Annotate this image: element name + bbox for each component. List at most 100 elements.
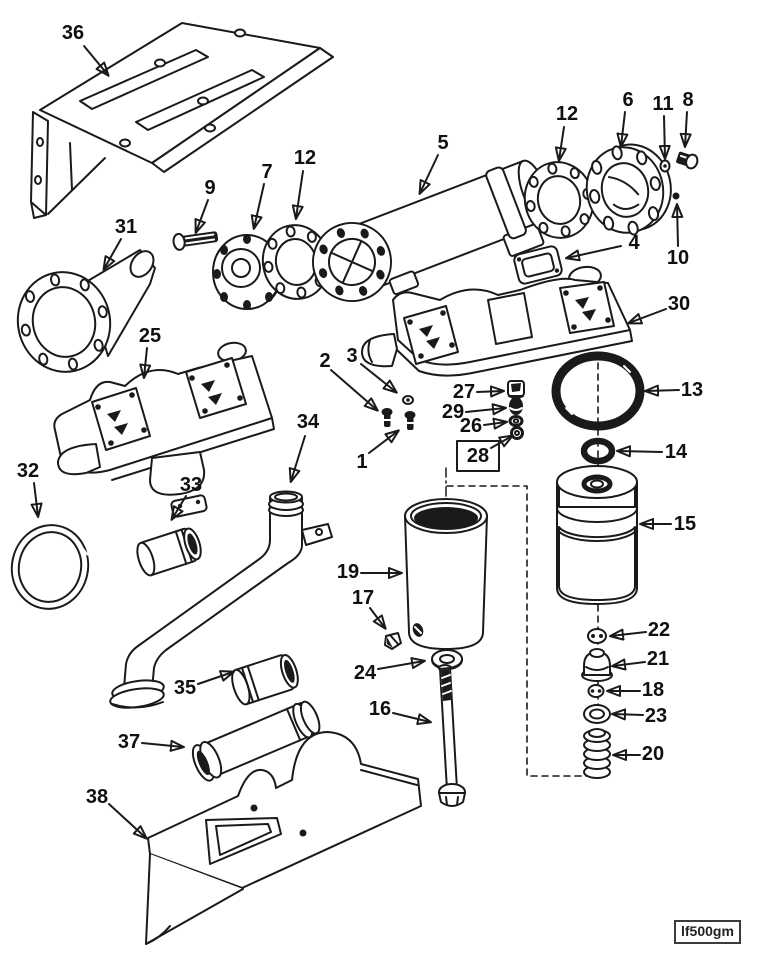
callout-label-14: 14 bbox=[665, 441, 688, 463]
callout-label-22: 22 bbox=[648, 619, 670, 641]
part-37-tube bbox=[191, 700, 321, 782]
callout-arrow-25 bbox=[139, 347, 152, 379]
callout-label-9: 9 bbox=[204, 177, 215, 199]
callout-arrow-9 bbox=[194, 199, 209, 234]
callout-8: 8 bbox=[679, 89, 694, 148]
callout-31: 31 bbox=[102, 216, 137, 271]
callout-arrow-28 bbox=[490, 434, 514, 449]
callout-36: 36 bbox=[62, 22, 110, 77]
part-14-seal-ring bbox=[580, 437, 616, 465]
callout-11: 11 bbox=[652, 93, 674, 160]
callout-label-13: 13 bbox=[681, 379, 703, 401]
callout-7: 7 bbox=[250, 161, 273, 230]
callout-10: 10 bbox=[667, 203, 689, 269]
callout-label-18: 18 bbox=[642, 679, 664, 701]
callout-arrow-33 bbox=[170, 495, 187, 521]
callout-20: 20 bbox=[612, 743, 664, 765]
callout-3: 3 bbox=[346, 345, 398, 394]
callout-label-15: 15 bbox=[674, 513, 696, 535]
callout-label-27: 27 bbox=[453, 381, 475, 403]
part-18-nut bbox=[587, 684, 605, 698]
part-38-lower-bracket bbox=[145, 731, 422, 945]
callout-arrow-35 bbox=[197, 670, 235, 685]
callout-arrow-23 bbox=[611, 708, 644, 721]
part-23-washer bbox=[583, 704, 611, 724]
part-2-bolt bbox=[381, 408, 393, 427]
callout-16: 16 bbox=[369, 698, 432, 726]
callout-label-26: 26 bbox=[460, 415, 482, 437]
callout-label-12: 12 bbox=[294, 147, 316, 169]
callout-label-28: 28 bbox=[467, 445, 489, 467]
part-36-mounting-bracket bbox=[30, 22, 334, 219]
callout-label-11: 11 bbox=[652, 93, 673, 115]
callout-33: 33 bbox=[170, 474, 202, 521]
part-22-nut bbox=[587, 628, 607, 644]
callout-label-3: 3 bbox=[346, 345, 357, 367]
callout-4: 4 bbox=[565, 232, 640, 262]
callout-19: 19 bbox=[337, 561, 403, 583]
part-28-ring bbox=[510, 426, 524, 440]
callout-arrow-26 bbox=[483, 417, 508, 430]
callout-label-24: 24 bbox=[354, 662, 377, 684]
callout-14: 14 bbox=[616, 441, 688, 463]
callout-26: 26 bbox=[460, 415, 508, 437]
callout-arrow-8 bbox=[679, 111, 692, 148]
part-12-gasket-left bbox=[261, 224, 331, 300]
callout-arrow-13 bbox=[644, 384, 680, 397]
callout-label-16: 16 bbox=[369, 698, 391, 720]
part-16-bolt bbox=[438, 664, 466, 807]
part-13-o-ring bbox=[551, 351, 645, 431]
callout-label-10: 10 bbox=[667, 247, 689, 269]
callout-23: 23 bbox=[611, 705, 667, 727]
part-19-canister bbox=[404, 498, 488, 650]
callout-28[interactable]: 28 bbox=[456, 434, 514, 472]
callout-arrow-14 bbox=[616, 445, 663, 458]
part-7-hub-flange bbox=[212, 234, 283, 310]
callout-34: 34 bbox=[288, 411, 320, 483]
part-34-outlet-pipe bbox=[109, 490, 333, 709]
callout-arrow-29 bbox=[465, 403, 507, 416]
callout-label-8: 8 bbox=[682, 89, 693, 111]
callout-2: 2 bbox=[319, 350, 379, 412]
callout-label-20: 20 bbox=[642, 743, 664, 765]
part-15-filter-element bbox=[556, 465, 638, 605]
callout-13: 13 bbox=[644, 379, 703, 401]
part-25-mounting-base bbox=[53, 341, 275, 518]
part-29-grommet bbox=[509, 397, 523, 415]
callout-label-33: 33 bbox=[180, 474, 202, 496]
part-35-sleeve bbox=[231, 654, 299, 706]
callout-label-32: 32 bbox=[17, 460, 39, 482]
part-30-filter-mounting-base bbox=[361, 265, 633, 377]
callout-29: 29 bbox=[442, 401, 507, 423]
part-1-bolt bbox=[404, 411, 416, 430]
callout-38: 38 bbox=[86, 786, 148, 840]
callout-arrow-34 bbox=[288, 435, 306, 483]
callout-label-34: 34 bbox=[297, 411, 320, 433]
callout-label-38: 38 bbox=[86, 786, 108, 808]
callout-arrow-2 bbox=[330, 369, 379, 412]
part-31-adapter-elbow bbox=[16, 249, 156, 373]
callout-label-6: 6 bbox=[622, 89, 633, 111]
callout-label-37: 37 bbox=[118, 731, 140, 753]
callout-label-17: 17 bbox=[352, 587, 374, 609]
callout-arrow-17 bbox=[369, 607, 387, 630]
part-33-sleeve bbox=[136, 527, 202, 577]
callout-arrow-21 bbox=[611, 658, 646, 671]
callout-label-4: 4 bbox=[628, 232, 640, 254]
callout-5: 5 bbox=[418, 132, 449, 195]
callout-32: 32 bbox=[17, 460, 43, 518]
part-11-nut bbox=[659, 159, 671, 173]
callout-arrow-10 bbox=[671, 203, 684, 247]
callout-arrow-12 bbox=[291, 170, 304, 220]
part-12-gasket-right bbox=[523, 161, 595, 239]
callout-37: 37 bbox=[118, 731, 185, 753]
callout-label-5: 5 bbox=[437, 132, 448, 154]
callout-6: 6 bbox=[616, 89, 634, 148]
callout-18: 18 bbox=[606, 679, 664, 701]
callout-arrow-24 bbox=[377, 657, 426, 670]
callout-12: 12 bbox=[554, 103, 578, 162]
part-20-spring bbox=[583, 728, 611, 779]
highlight-box[interactable] bbox=[456, 440, 500, 472]
